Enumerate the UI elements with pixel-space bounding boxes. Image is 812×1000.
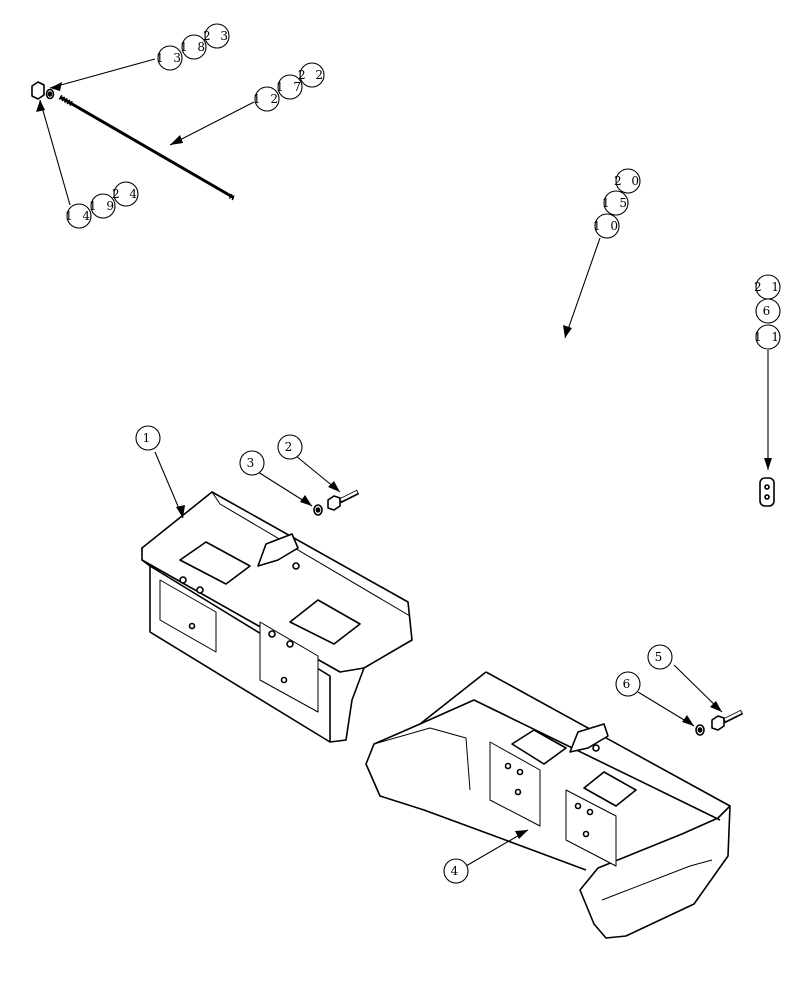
weight-carrier-4 [365, 671, 731, 939]
svg-text:2 2: 2 2 [298, 68, 326, 82]
svg-text:1: 1 [143, 431, 154, 445]
callout-24: 2 4 [112, 181, 140, 207]
callout-4: 4 [443, 858, 469, 884]
svg-text:2 1: 2 1 [754, 280, 782, 294]
svg-text:1 5: 1 5 [602, 196, 630, 210]
callout-1: 1 [135, 425, 161, 451]
svg-text:1 9: 1 9 [89, 199, 117, 213]
svg-text:1 8: 1 8 [180, 40, 208, 54]
svg-text:6: 6 [623, 677, 634, 691]
hex-nut [31, 81, 45, 100]
tie-rod [58, 94, 245, 206]
svg-text:1 1: 1 1 [754, 330, 782, 344]
weight-plate-2 [310, 234, 382, 396]
callout-15: 1 5 [602, 190, 630, 216]
svg-text:1 2: 1 2 [253, 92, 281, 106]
weight-plate-1 [222, 178, 294, 340]
weight-plate-4 [484, 338, 556, 500]
svg-text:1 4: 1 4 [65, 209, 93, 223]
callout-23: 2 3 [203, 23, 231, 49]
callout-10: 1 0 [593, 213, 621, 239]
callout-17: 1 7 [276, 74, 304, 100]
callout-20: 2 0 [614, 168, 642, 194]
svg-text:3: 3 [247, 456, 258, 470]
svg-text:2: 2 [285, 440, 296, 454]
weight-plate-6 [656, 434, 728, 596]
svg-text:1 0: 1 0 [593, 219, 621, 233]
callout-6-upper: 6 [755, 298, 781, 324]
svg-text:2 3: 2 3 [203, 29, 231, 43]
bolt-5 [711, 709, 744, 731]
leader-10 [564, 237, 601, 339]
svg-text:6: 6 [763, 304, 774, 318]
washer-small [45, 88, 55, 100]
svg-text:5: 5 [655, 650, 666, 664]
callout-2: 2 [277, 434, 303, 460]
callout-5: 5 [647, 644, 673, 670]
callout-3: 3 [239, 450, 265, 476]
callout-22: 2 2 [298, 62, 326, 88]
leader-14 [39, 99, 71, 206]
spacer-plate [759, 477, 775, 507]
svg-text:1 3: 1 3 [156, 51, 184, 65]
svg-text:2 0: 2 0 [614, 174, 642, 188]
callout-12: 1 2 [253, 86, 281, 112]
weight-plate-3 [396, 286, 468, 448]
callout-13: 1 3 [156, 45, 184, 71]
bolt-2 [327, 489, 360, 511]
callout-14: 1 4 [65, 203, 93, 229]
callout-11: 1 1 [754, 324, 782, 350]
leader-13 [49, 58, 156, 89]
washer-3 [313, 504, 323, 516]
washer-6 [695, 724, 705, 736]
leader-12 [169, 101, 255, 146]
weight-plate-5 [570, 386, 642, 548]
svg-text:4: 4 [451, 864, 462, 878]
callout-21: 2 1 [754, 274, 782, 300]
callout-18: 1 8 [180, 34, 208, 60]
svg-text:2 4: 2 4 [112, 187, 140, 201]
callout-19: 1 9 [89, 193, 117, 219]
leader-lines [36, 58, 772, 867]
weight-carrier-1 [141, 491, 413, 743]
svg-text:1 7: 1 7 [276, 80, 304, 94]
callout-6: 6 [615, 671, 641, 697]
